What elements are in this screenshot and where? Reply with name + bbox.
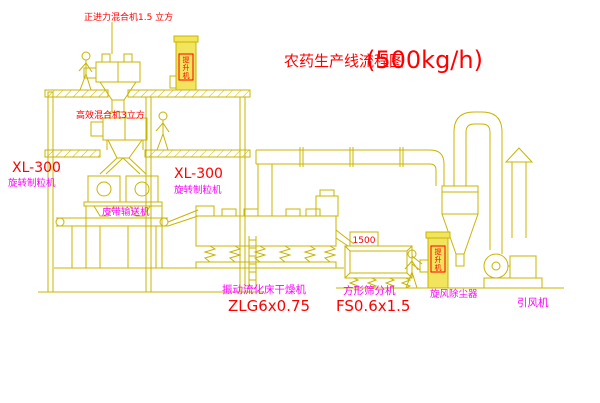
bucket-elevator-2: 提升机	[419, 231, 451, 289]
elevator1-label: 提升机	[182, 55, 190, 80]
exhaust-stack	[504, 147, 534, 238]
sieve-model-label: FS0.6x1.5	[336, 297, 410, 315]
sieve-name-label: 方形筛分机	[343, 284, 396, 297]
cyclone-separator	[441, 111, 503, 267]
title-text: 农药生产线流程图	[284, 52, 404, 70]
belt-conveyor-label: 皮带输送机	[102, 206, 150, 218]
building-frame	[38, 89, 264, 293]
top-mixer-label: 正进力混合机1.5 立方	[84, 11, 173, 23]
belt-conveyor	[54, 209, 344, 269]
mid-mixer-label: 高效混合机3立方	[76, 109, 145, 121]
fluid-bed-dryer	[195, 189, 355, 269]
top-mixer	[83, 22, 141, 112]
title-capacity: (500kg/h)	[366, 46, 483, 74]
fan-name-label: 引风机	[517, 296, 549, 309]
granulator-right	[125, 175, 159, 203]
exhaust-duct	[255, 147, 445, 216]
induced-draft-fan	[483, 253, 543, 289]
dryer-model-label: ZLG6x0.75	[228, 297, 310, 315]
y-chute	[99, 157, 147, 175]
sieve-dim-label: 1500	[353, 236, 376, 246]
mid-mixer	[90, 111, 148, 159]
elevator2-label: 提升机	[434, 247, 442, 272]
person-figure	[78, 51, 93, 91]
granulator-right-model: XL-300	[174, 166, 223, 182]
person-figure	[155, 111, 170, 151]
bucket-elevator-1: 提升机	[169, 35, 199, 91]
cyclone-name-label: 旋风除尘器	[430, 288, 478, 300]
granulator-right-name: 旋转制粒机	[174, 184, 222, 196]
granulator-base	[83, 201, 163, 268]
granulator-left-model: XL-300	[12, 160, 61, 176]
dryer-name-label: 振动流化床干燥机	[222, 283, 306, 296]
granulator-left-name: 旋转制粒机	[8, 177, 56, 189]
granulator-left	[87, 175, 121, 203]
